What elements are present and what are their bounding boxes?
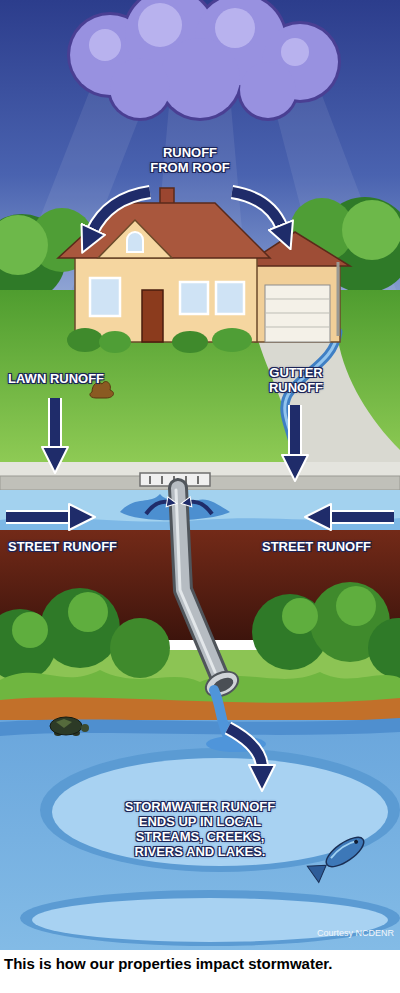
storm-drain xyxy=(149,476,151,484)
flow-arrow xyxy=(6,510,72,524)
fish xyxy=(322,832,368,872)
runoff-label: STREET RUNOFF xyxy=(262,540,396,555)
tree xyxy=(0,215,48,275)
flow-arrow xyxy=(328,510,394,524)
flow-arrow xyxy=(232,192,282,228)
lake-pool xyxy=(20,890,400,946)
storm-cloud xyxy=(215,8,255,48)
runoff-label: STREET RUNOFF xyxy=(8,540,138,555)
turtle xyxy=(56,719,72,728)
house xyxy=(58,188,350,342)
caption-band xyxy=(0,950,400,993)
gutter-stream xyxy=(285,332,338,466)
storm-pipe xyxy=(178,488,220,678)
storm-cloud xyxy=(67,0,341,121)
gutter-stream xyxy=(285,332,338,466)
flow-arrow xyxy=(146,502,168,514)
flow-arrow xyxy=(6,512,72,522)
storm-cloud xyxy=(89,29,121,61)
house xyxy=(142,290,163,342)
lake-pool xyxy=(52,758,388,866)
fish xyxy=(353,839,359,845)
storm-cloud xyxy=(67,0,341,121)
gutter-stream xyxy=(285,332,338,466)
lake xyxy=(0,720,400,950)
house xyxy=(265,285,330,342)
house xyxy=(255,262,340,342)
water-splash xyxy=(0,517,400,530)
streamside-vegetation xyxy=(110,618,170,678)
house xyxy=(127,232,143,252)
figure-caption: This is how our properties impact stormw… xyxy=(4,955,398,973)
storm-drain xyxy=(161,476,163,484)
lake-pool xyxy=(40,748,400,872)
storm-cloud xyxy=(110,58,170,118)
storm-cloud xyxy=(160,38,240,118)
runoff-label: RUNOFF FROM ROOF xyxy=(145,146,235,176)
flow-arrow xyxy=(328,512,394,522)
streamside-vegetation xyxy=(68,592,108,632)
house xyxy=(265,327,330,328)
storm-drain xyxy=(197,476,199,484)
shrub xyxy=(99,331,131,353)
house xyxy=(216,282,244,314)
flow-arrow xyxy=(290,405,300,458)
outcome-note: STORMWATER RUNOFF ENDS UP IN LOCAL STREA… xyxy=(112,800,288,860)
storm-pipe xyxy=(176,488,220,678)
turtle xyxy=(50,717,89,736)
credit-line: Courtesy NCDENR xyxy=(290,928,394,938)
storm-cloud xyxy=(281,38,309,66)
streamside-vegetation xyxy=(282,598,318,634)
storm-cloud xyxy=(138,3,182,47)
flow-arrow xyxy=(228,728,262,768)
street-water xyxy=(0,490,400,530)
lake xyxy=(0,718,400,736)
house xyxy=(90,278,120,316)
streamside-vegetation xyxy=(12,612,48,648)
storm-cloud xyxy=(70,0,338,118)
flow-arrow xyxy=(48,398,62,450)
shrub xyxy=(212,328,252,352)
flow-arrow xyxy=(92,192,150,232)
runoff-label: GUTTER RUNOFF xyxy=(256,366,336,396)
flow-arrow xyxy=(232,192,282,228)
flow-arrow xyxy=(50,398,60,450)
flow-arrow xyxy=(228,728,262,768)
streamside-vegetation xyxy=(40,588,120,668)
streamside-vegetation xyxy=(336,586,376,626)
house xyxy=(265,299,330,300)
flow-arrow xyxy=(92,192,150,232)
turtle xyxy=(81,724,89,732)
flow-arrow xyxy=(6,192,394,768)
storm-pipe xyxy=(176,490,215,672)
house xyxy=(98,220,172,258)
storm-pipe xyxy=(178,488,220,678)
flow-arrow xyxy=(190,502,212,514)
house xyxy=(180,282,208,314)
shrub xyxy=(67,328,252,353)
streamside-vegetation xyxy=(368,618,400,678)
tree xyxy=(342,200,400,260)
fish xyxy=(330,838,358,859)
turtle xyxy=(50,717,82,735)
runoff-label: LAWN RUNOFF xyxy=(8,372,138,387)
fish xyxy=(307,831,368,882)
pipe-outlet xyxy=(202,667,242,701)
storm-cloud xyxy=(240,62,296,118)
house xyxy=(265,313,330,314)
flow-arrow xyxy=(288,405,302,458)
house xyxy=(337,262,340,336)
storm-cloud xyxy=(89,3,309,66)
shrub xyxy=(67,328,103,352)
shrub xyxy=(172,331,208,353)
